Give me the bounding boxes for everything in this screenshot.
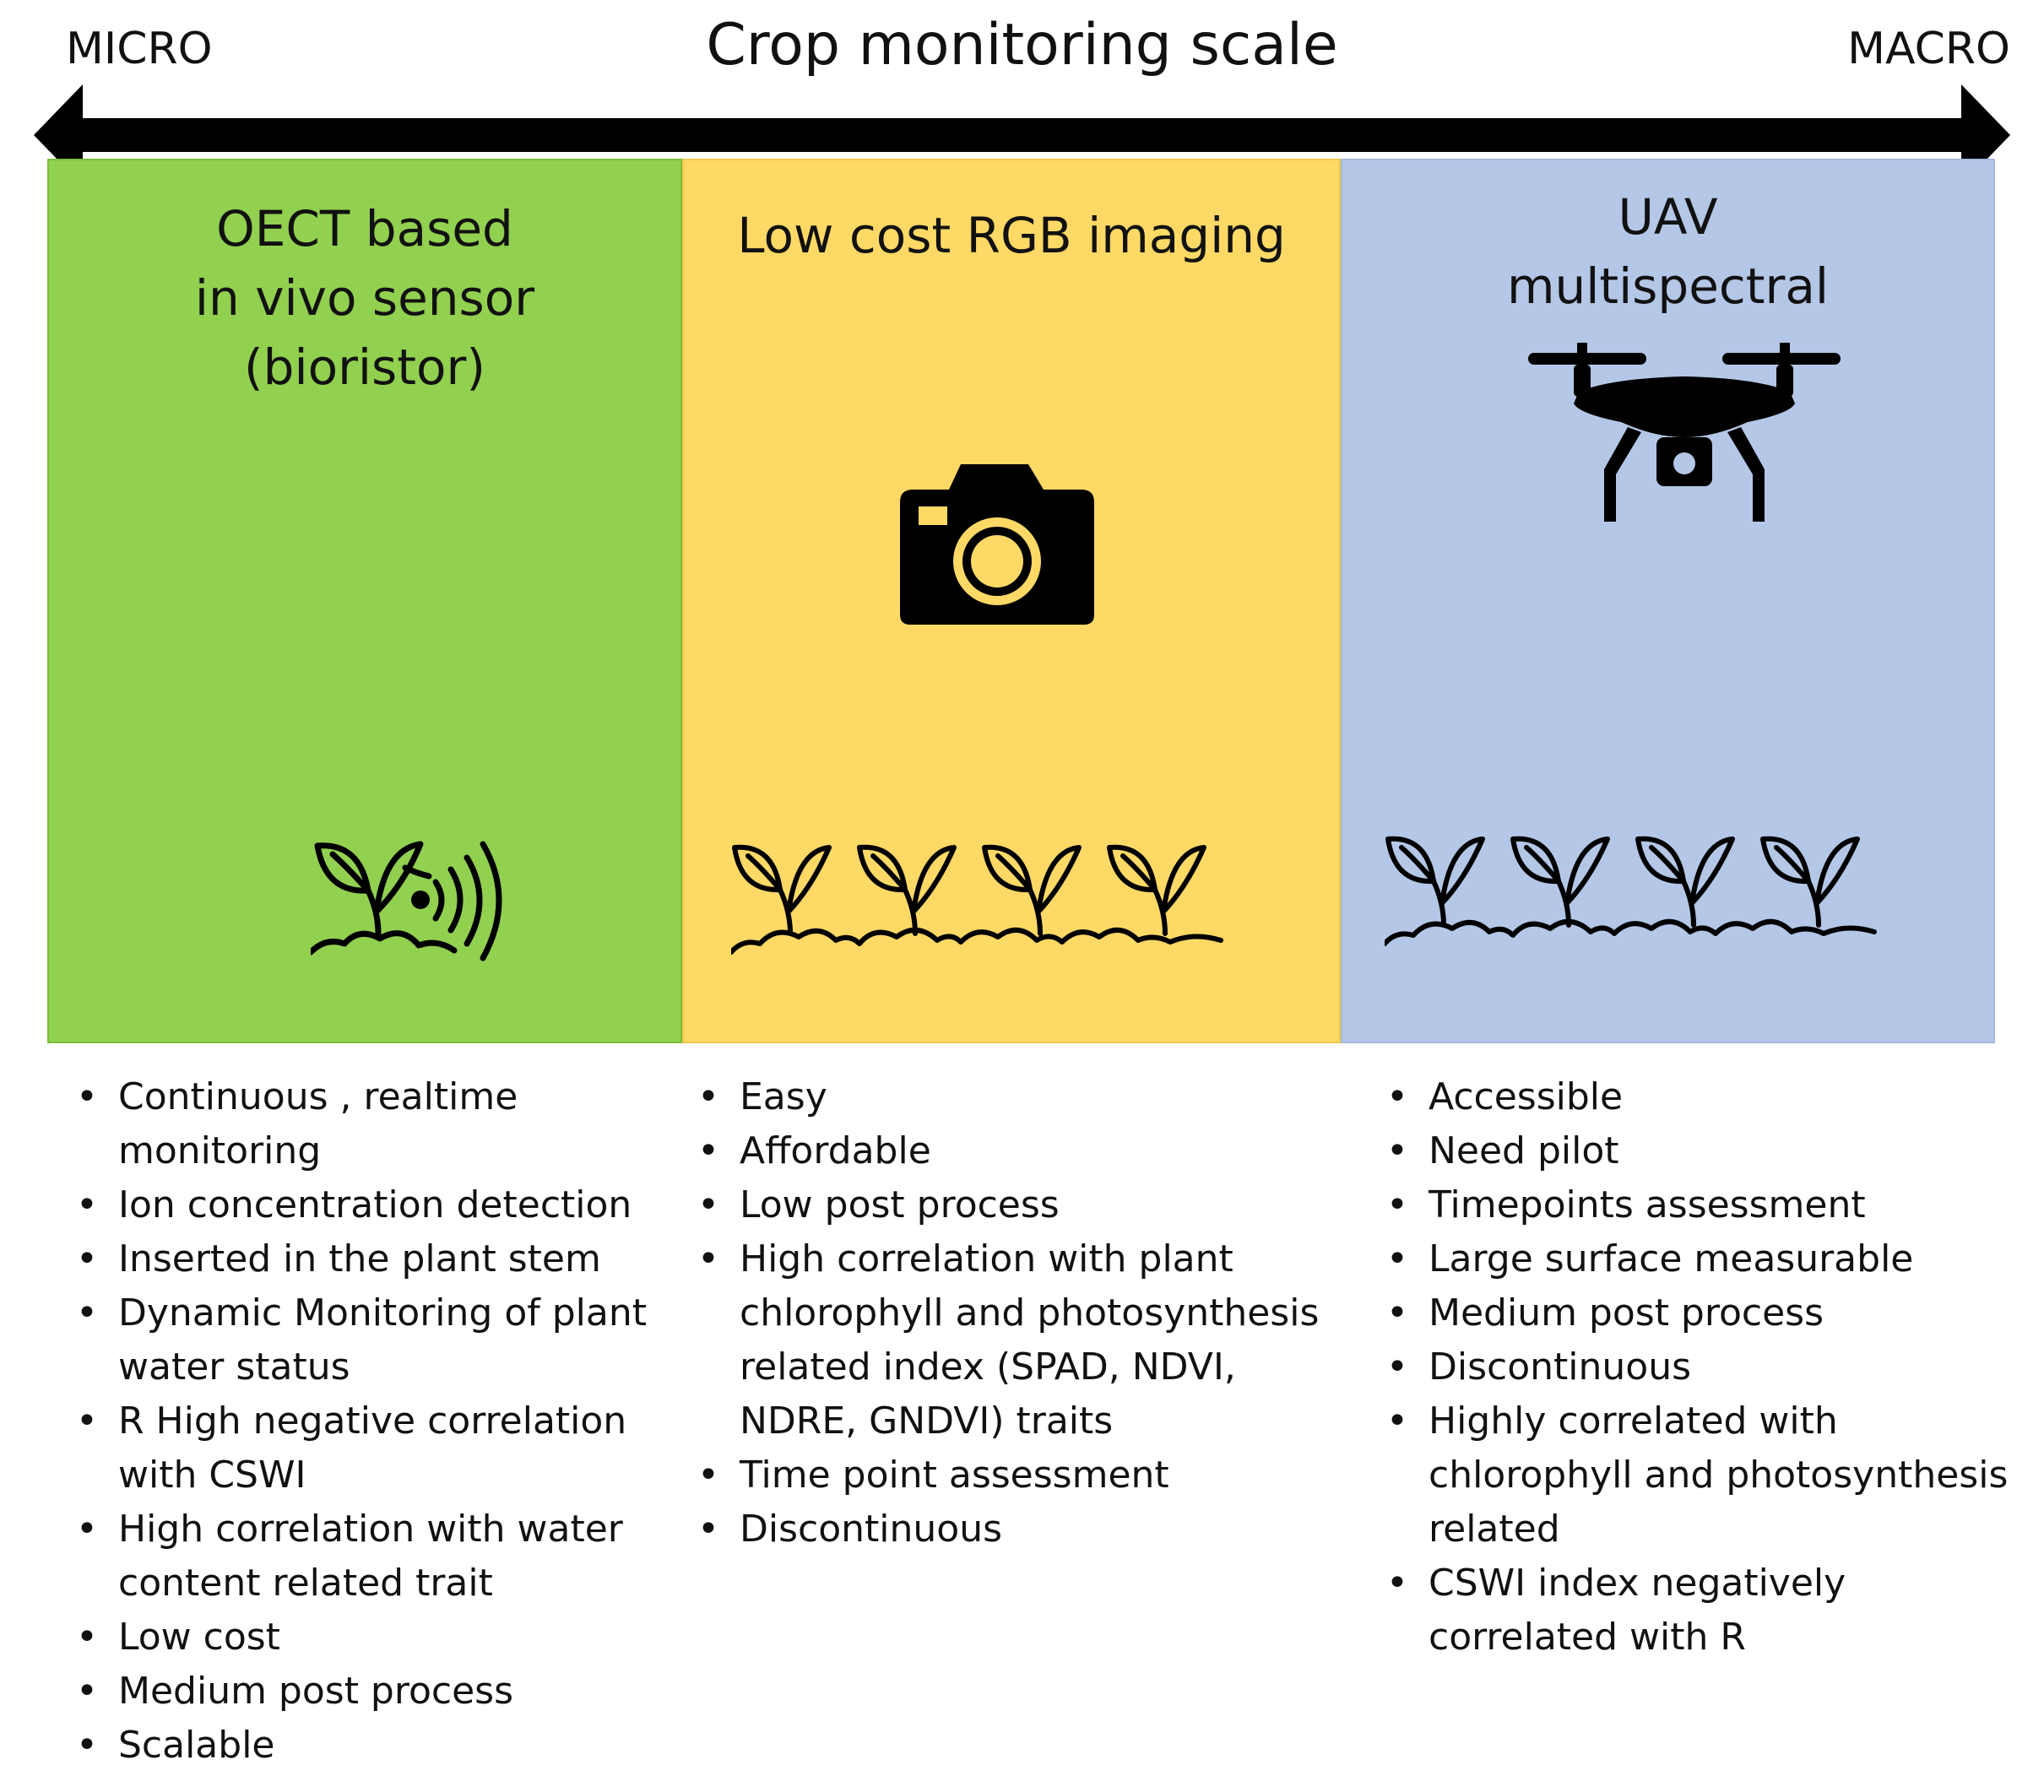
sprout-row-icon: [1385, 836, 1877, 946]
list-item: Low post process: [697, 1178, 1339, 1232]
panel-title: UAV multispectral: [1506, 188, 1830, 315]
panel-uav-multispectral: UAV multispectral: [1341, 159, 1995, 1043]
list-item: Discontinuous: [697, 1502, 1339, 1556]
list-item: Need pilot: [1386, 1124, 2011, 1178]
macro-label: MACRO: [1847, 24, 2010, 74]
sprout-row-icon: [731, 844, 1223, 955]
list-item: Easy: [697, 1070, 1339, 1124]
list-item: CSWI index negatively correlated with R: [1386, 1556, 2011, 1665]
list-item: High correlation with plant chlorophyll …: [697, 1232, 1339, 1448]
diagram-title: Crop monitoring scale: [706, 12, 1338, 79]
rgb-features-list: Easy Affordable Low post process High co…: [697, 1070, 1339, 1556]
list-item: Discontinuous: [1386, 1340, 2011, 1394]
micro-label: MICRO: [66, 24, 213, 74]
double-headed-arrow-icon: [34, 84, 2010, 186]
list-item: Continuous , realtime monitoring: [76, 1070, 684, 1178]
panel-rgb-imaging: Low cost RGB imaging: [682, 159, 1341, 1043]
list-item: Scalable: [76, 1719, 684, 1773]
panel-title: OECT based in vivo sensor (bioristor): [194, 200, 535, 396]
list-item: Time point assessment: [697, 1448, 1339, 1502]
list-item: Large surface measurable: [1386, 1232, 2011, 1286]
list-item: Inserted in the plant stem: [76, 1232, 684, 1286]
list-item: Affordable: [697, 1124, 1339, 1178]
panel-oect-sensor: OECT based in vivo sensor (bioristor): [47, 159, 682, 1043]
list-item: Medium post process: [76, 1665, 684, 1719]
list-item: Low cost: [76, 1611, 684, 1665]
camera-icon: [900, 464, 1094, 625]
list-item: R High negative correlation with CSWI: [76, 1394, 684, 1502]
list-item: Accessible: [1386, 1070, 2011, 1124]
sprout-sensor-icon: [311, 841, 502, 961]
oect-features-list: Continuous , realtime monitoring Ion con…: [76, 1070, 684, 1773]
drone-icon: [1528, 343, 1841, 522]
panel-title: Low cost RGB imaging: [737, 207, 1286, 264]
list-item: High correlation with water content rela…: [76, 1502, 684, 1611]
list-item: Highly correlated with chlorophyll and p…: [1386, 1394, 2011, 1556]
uav-features-list: Accessible Need pilot Timepoints assessm…: [1386, 1070, 2011, 1665]
list-item: Ion concentration detection: [76, 1178, 684, 1232]
list-item: Timepoints assessment: [1386, 1178, 2011, 1232]
list-item: Dynamic Monitoring of plant water status: [76, 1286, 684, 1394]
list-item: Medium post process: [1386, 1286, 2011, 1340]
